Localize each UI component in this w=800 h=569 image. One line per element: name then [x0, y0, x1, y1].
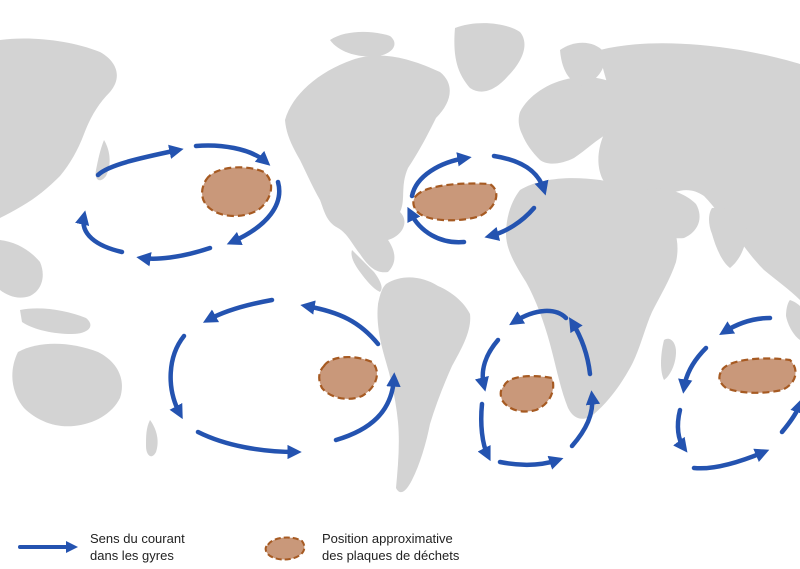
current-arrow — [193, 143, 271, 166]
blue-arrow-icon — [18, 541, 78, 553]
madagascar-landmass — [661, 338, 676, 380]
current-arrow — [75, 210, 125, 255]
north-atlantic-gyre — [407, 152, 549, 245]
greenland-landmass — [454, 23, 525, 92]
current-arrow — [719, 315, 773, 336]
current-arrow — [691, 448, 770, 471]
arctic-islands-landmass — [330, 31, 395, 57]
new-zealand-landmass — [146, 420, 158, 457]
southeast-asia-landmass — [0, 240, 43, 298]
asia-landmass — [598, 43, 800, 300]
legend-label-current: Sens du courant dans les gyres — [90, 531, 185, 563]
central-america-landmass — [351, 250, 382, 292]
legend: Sens du courant dans les gyres Position … — [0, 518, 800, 569]
garbage-patch-icon — [264, 536, 306, 561]
current-arrow — [195, 429, 302, 460]
india-landmass — [709, 207, 747, 268]
current-arrow — [202, 297, 275, 323]
current-arrow — [477, 401, 491, 462]
current-arrow — [484, 205, 537, 241]
legend-label-patch: Position approximative des plaques de dé… — [322, 531, 460, 563]
legend-item-current: Sens du courant dans les gyres — [18, 530, 185, 564]
current-arrow — [333, 372, 401, 443]
south-pacific-gyre — [168, 297, 401, 460]
south-america-landmass — [377, 277, 471, 493]
west-asia-edge-landmass — [0, 38, 117, 218]
current-arrow — [673, 407, 688, 453]
garbage-patch — [200, 166, 273, 218]
current-arrow — [407, 206, 467, 245]
indonesia-islands-landmass — [20, 308, 91, 334]
current-arrow — [568, 317, 593, 377]
south-atlantic-gyre — [474, 308, 601, 470]
current-arrow — [509, 308, 569, 326]
legend-item-patch: Position approximative des plaques de dé… — [262, 530, 459, 564]
garbage-patch — [718, 357, 797, 394]
current-arrow — [497, 455, 564, 470]
north-america-landmass — [285, 55, 450, 273]
arabia-landmass — [645, 188, 700, 239]
east-australia-edge-landmass — [786, 300, 800, 340]
current-arrow — [491, 153, 549, 196]
africa-landmass — [506, 178, 678, 419]
scandinavia-landmass — [560, 42, 605, 86]
current-arrow — [678, 345, 709, 394]
current-arrow — [409, 152, 472, 199]
north-pacific-gyre — [75, 143, 282, 267]
current-arrow — [136, 245, 213, 267]
landmasses — [0, 23, 800, 493]
current-arrow — [168, 333, 187, 420]
current-arrow — [779, 398, 800, 435]
current-arrow — [569, 390, 601, 449]
current-arrow — [95, 144, 184, 178]
indian-ocean-gyre — [673, 315, 800, 471]
gyres — [75, 143, 800, 471]
garbage-patch — [412, 182, 498, 222]
current-arrow — [474, 337, 501, 392]
current-arrow — [300, 300, 381, 347]
garbage-patch — [318, 356, 379, 400]
australia-landmass — [12, 343, 122, 427]
garbage-patch — [499, 375, 555, 413]
current-arrow — [226, 179, 282, 246]
europe-landmass — [518, 76, 636, 164]
